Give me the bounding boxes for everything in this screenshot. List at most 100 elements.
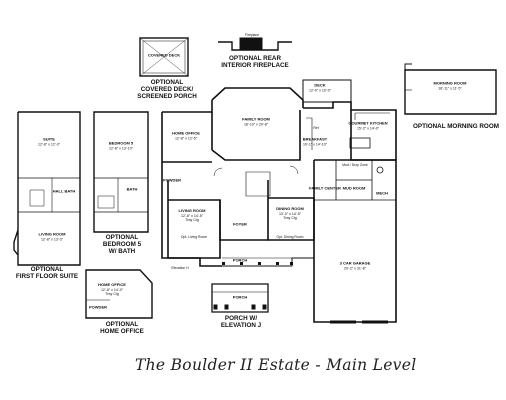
bedroom5-dims: 12'-8" x 13'-10" [108,146,134,150]
bedroom5-walls [93,111,149,233]
deck-label: DECK 12'-0" x 10'-0" [309,83,331,92]
dining-room-note: Tray Clg [283,216,297,221]
garage-name: 3 CAR GARAGE [339,260,371,266]
powder-name: POWDER [163,177,181,183]
suite-dims: 12'-8" x 12'-3" [37,142,61,146]
suite-label: SUITE 12'-8" x 12'-3" [38,137,60,146]
home-office-dims: 12'-8" x 12'-5" [174,136,198,140]
fireplace-label: Fireplace [245,33,259,37]
caption-rear-fireplace-line2: INTERIOR FIREPLACE [221,62,289,69]
hall-bath-label: HALL BATH [52,188,76,195]
kitchen-name: GOURMET KITCHEN [348,120,388,126]
suite-living-dims: 12'-8" x 13'-3" [40,237,64,241]
porch-columns [222,262,293,265]
suite-living-label: LIVING ROOM 12'-8" x 13'-3" [39,232,66,241]
breakfast-label: BREAKFAST 10'-1" x 14'-10" [303,137,327,146]
mud-room-name: MUD ROOM [342,185,366,191]
living-room-label: LIVING ROOM 12'-8" x 14'-5" Tray Clg [178,208,206,223]
family-room-name: FAMILY ROOM [242,116,270,122]
kitchen-label: GOURMET KITCHEN 15'-2" x 14'-0" [348,121,387,130]
caption-rear-fireplace-line1: OPTIONAL REAR [228,55,281,62]
morning-room-walls [404,63,497,115]
caption-morning-room-line1: OPTIONAL MORNING ROOM [413,123,499,130]
morning-room-dims: 18'-11" x 11'-5" [438,86,462,90]
bath-bed5-label: BATH [126,186,138,193]
caption-morning-room: OPTIONAL MORNING ROOM [413,123,499,130]
garage-dims: 20'-2" x 31'-8" [343,266,367,270]
kitchen-dims: 15'-2" x 14'-0" [356,126,380,130]
plan-title: The Boulder II Estate - Main Level [135,356,417,374]
mech-name: MECH [376,190,388,196]
garage-label: 3 CAR GARAGE 20'-2" x 31'-8" [340,261,371,270]
covered-deck-label: COVERED DECK [147,52,181,59]
first-floor-suite-walls [13,111,81,266]
caption-bedroom5-line3: W/ BATH [108,248,136,255]
dining-room-dims: 13'-0" x 14'-5" [278,211,302,216]
mud-drop-label: Mud / Drop Zone [342,163,368,167]
mech-label: MECH [376,190,388,197]
caption-home-office-line2: HOME OFFICE [100,328,144,335]
caption-covered-deck-line3: SCREENED PORCH [137,93,197,100]
porch-name: PORCH [232,257,248,263]
living-room-name: LIVING ROOM [178,208,206,214]
caption-porch-j-line1: PORCH W/ [224,315,258,322]
morning-room-label: MORNING ROOM 18'-11" x 11'-5" [434,81,467,90]
caption-rear-fireplace: OPTIONAL REAR INTERIOR FIREPLACE [221,55,289,69]
opt-dining-label: Opt. Dining Room [276,235,304,239]
family-room-dims: 18'-10" x 20'-8" [243,122,269,126]
fireplace-detail [218,37,292,51]
caption-home-office-line1: OPTIONAL [105,321,139,328]
caption-porch-j: PORCH W/ ELEVATION J [221,315,261,329]
porch-j-name: PORCH [232,294,248,300]
caption-suite-line1: OPTIONAL [30,266,64,273]
home-office-alt-label: HOME OFFICE 12'-8" x 14'-0" Tray Clg [98,282,126,297]
home-office-alt-note: Tray Clg [105,292,119,297]
family-center-label: FAMILY CENTER [309,185,341,192]
interior-walls [213,112,396,324]
elevation-h-label: Elevation H [171,266,189,270]
living-room-note: Tray Clg [185,218,199,223]
morning-room-name: MORNING ROOM [433,80,467,86]
covered-deck-name: COVERED DECK [147,52,181,58]
powder-alt-label: POWDER [89,304,107,311]
porch-j-detail [211,283,269,313]
caption-bedroom5: OPTIONAL BEDROOM 5 W/ BATH [103,234,141,255]
foyer-label: FOYER [233,221,247,228]
caption-suite-line2: FIRST FLOOR SUITE [15,273,79,280]
suite-name: SUITE [43,136,55,142]
caption-covered-deck-line1: OPTIONAL [150,79,184,86]
ref-label: Ref [313,126,319,130]
deck-dims: 12'-0" x 10'-0" [308,88,332,92]
home-office-label: HOME OFFICE 12'-8" x 12'-5" [172,131,200,140]
porch-label: PORCH [232,257,248,264]
home-office-name: HOME OFFICE [172,130,200,136]
caption-covered-deck: OPTIONAL COVERED DECK/ SCREENED PORCH [137,79,196,100]
dining-room-name: DINING ROOM [276,206,304,212]
family-center-name: FAMILY CENTER [309,185,341,191]
covered-deck-walls [139,37,189,77]
home-office-alt-walls [85,269,153,319]
breakfast-dims: 10'-1" x 14'-10" [302,142,328,146]
porch-j-label: PORCH [232,294,248,301]
dining-room-label: DINING ROOM 13'-0" x 14'-5" Tray Clg [276,206,304,221]
breakfast-name: BREAKFAST [302,136,328,142]
caption-first-floor-suite: OPTIONAL FIRST FLOOR SUITE [16,266,78,280]
home-office-alt-name: HOME OFFICE [98,282,126,288]
bedroom5-label: BEDROOM 5 12'-8" x 13'-10" [109,141,133,150]
family-room-label: FAMILY ROOM 18'-10" x 20'-8" [242,117,270,126]
foyer-name: FOYER [233,221,247,227]
bath-bed5-name: BATH [126,186,138,192]
deck-name: DECK [314,82,326,88]
caption-bedroom5-line2: BEDROOM 5 [102,241,142,248]
mud-room-label: MUD ROOM [342,185,366,192]
caption-covered-deck-line2: COVERED DECK/ [140,86,194,93]
caption-home-office: OPTIONAL HOME OFFICE [100,321,144,335]
opt-living-label: Opt. Living Room [180,235,208,239]
caption-porch-j-line2: ELEVATION J [220,322,262,329]
living-room-dims: 12'-8" x 14'-5" [180,213,204,218]
hall-bath-name: HALL BATH [52,188,76,194]
caption-bedroom5-line1: OPTIONAL [105,234,139,241]
powder-alt-name: POWDER [89,304,107,310]
main-house-walls [161,79,397,323]
